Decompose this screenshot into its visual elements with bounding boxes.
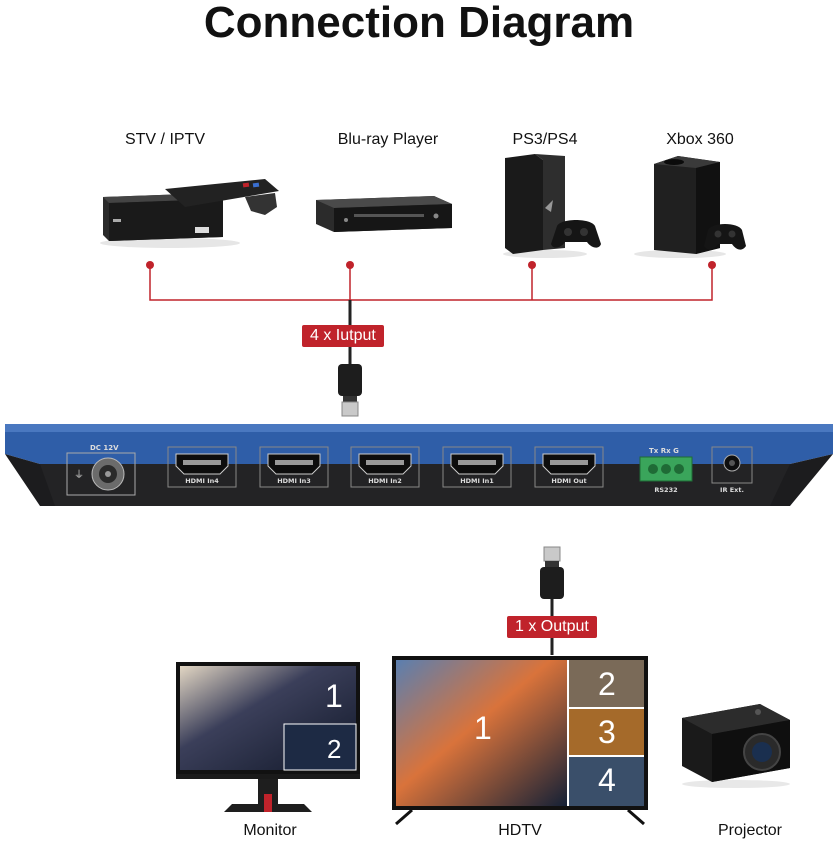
hdtv-screen-number-4: 4 [598,762,616,798]
port-label-in4: HDMI In4 [185,477,219,485]
output-count-tag: 1 x Output [507,616,597,638]
hdmi-port-out[interactable] [534,446,604,488]
source-label-bluray: Blu-ray Player [337,131,439,148]
ps4-console-icon [503,154,601,258]
hdmi-port-in1[interactable] [442,446,512,488]
monitor-screen-number-2: 2 [327,734,342,764]
display-label-projector: Projector [717,822,783,839]
source-label-xbox: Xbox 360 [666,131,734,148]
hdmi-output-plug-icon [540,546,564,599]
display-label-hdtv: HDTV [498,822,542,839]
hdtv-icon [392,656,648,826]
display-label-monitor: Monitor [243,822,297,839]
page-title: Connection Diagram [203,0,635,47]
rs232-pins-label: Tx Rx G [649,447,679,455]
hdtv-screen-number-1: 1 [474,710,492,746]
hdmi-port-in2[interactable] [350,446,420,488]
set-top-box-icon [100,179,279,248]
monitor-icon [176,662,360,812]
port-label-in1: HDMI In1 [460,477,494,485]
wire-dot-ps4 [528,261,536,269]
hdmi-port-in4[interactable] [167,446,237,488]
port-label-out: HDMI Out [551,477,587,485]
wire-dot-xbox [708,261,716,269]
wire-dot-stv [146,261,154,269]
port-label-in3: HDMI In3 [277,477,311,485]
port-label-in2: HDMI In2 [368,477,402,485]
source-label-ps4: PS3/PS4 [512,131,578,148]
hdtv-screen-number-2: 2 [598,666,616,702]
svg-text:⏚: ⏚ [74,469,84,481]
wire-dot-bluray [346,261,354,269]
power-label: DC 12V [90,444,119,452]
projector-icon [682,704,790,788]
rs232-label: RS232 [654,486,678,494]
source-label-stv: STV / IPTV [124,131,205,148]
rs232-terminal[interactable] [639,456,693,482]
xbox-console-icon [634,156,746,258]
bluray-player-icon [316,196,452,232]
hdtv-screen-number-3: 3 [598,714,616,750]
hdmi-port-in3[interactable] [259,446,329,488]
dc-power-jack[interactable]: ⏚ [66,452,136,496]
input-count-tag: 4 x Iutput [302,325,384,347]
hdmi-plug-icon [338,364,362,417]
ir-ext-jack[interactable] [711,446,753,484]
ir-ext-label: IR Ext. [720,486,744,494]
monitor-screen-number-1: 1 [325,678,343,714]
